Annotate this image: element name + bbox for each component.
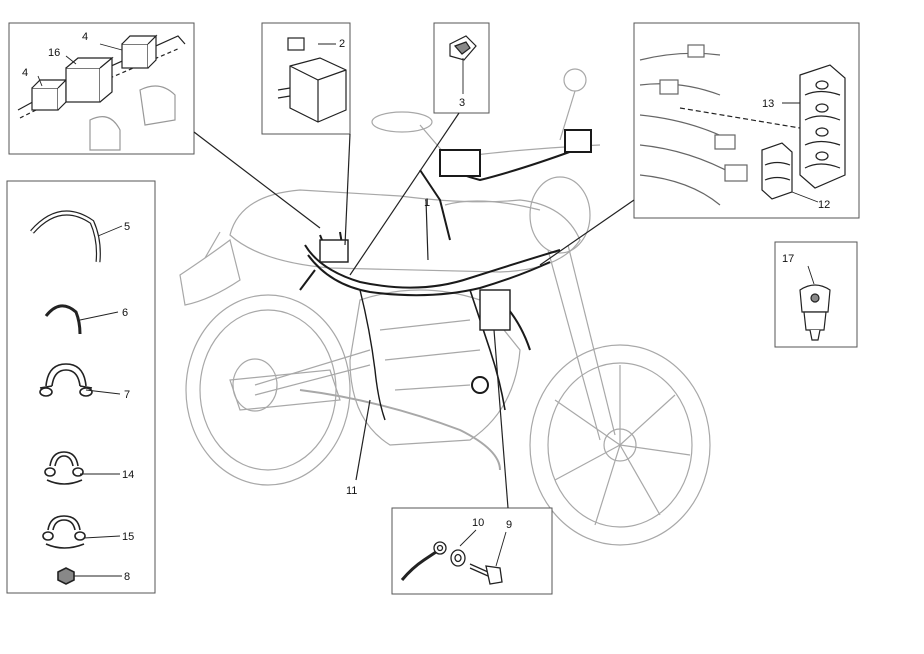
bolt-9 — [469, 563, 503, 585]
callout-12: 12 — [818, 199, 830, 211]
clip-14 — [44, 451, 84, 485]
callout-1: 1 — [424, 197, 430, 209]
motorcycle-outline — [179, 68, 711, 546]
callout-5: 5 — [124, 221, 130, 233]
callout-2: 2 — [339, 38, 345, 50]
callout-15: 15 — [122, 531, 134, 543]
cable-tie-6 — [44, 304, 82, 335]
callout-4-top: 4 — [82, 31, 88, 43]
cover-12 — [761, 142, 793, 200]
callout-8: 8 — [124, 571, 130, 583]
bulb-17 — [799, 284, 831, 341]
callout-6: 6 — [122, 307, 128, 319]
callout-16: 16 — [48, 47, 60, 59]
relay-small-top — [121, 34, 158, 69]
clips-frame — [6, 180, 156, 594]
cover-13 — [799, 64, 846, 189]
callout-3: 3 — [459, 97, 465, 109]
relay-small-left — [31, 78, 68, 111]
front-wheel-spokes — [554, 365, 691, 526]
callout-11: 11 — [346, 485, 357, 497]
callout-numbers: 1 2 3 4 4 16 5 6 7 14 15 8 11 13 12 17 1… — [22, 31, 830, 583]
callout-17: 17 — [782, 253, 794, 265]
callout-14: 14 — [122, 469, 134, 481]
detail-frames — [6, 22, 860, 595]
harness-wires-detail — [639, 44, 748, 206]
ground-cable-group — [400, 541, 503, 585]
relay-group — [17, 34, 186, 151]
callout-4-left: 4 — [22, 67, 28, 79]
connector-covers — [639, 44, 846, 206]
washer-10 — [450, 549, 466, 567]
cable-tie-5 — [30, 210, 101, 263]
voltage-regulator — [277, 37, 347, 123]
leader-lines — [193, 112, 635, 509]
clips-group — [30, 210, 101, 585]
clip-15 — [42, 515, 86, 549]
flasher-unit — [65, 56, 114, 103]
clip-7 — [39, 363, 93, 397]
callout-9: 9 — [506, 519, 512, 531]
sensor-part — [449, 35, 477, 61]
wiring-harness — [299, 129, 592, 421]
nut-8 — [57, 567, 75, 585]
callout-10: 10 — [472, 517, 484, 529]
callout-7: 7 — [124, 389, 130, 401]
callout-13: 13 — [762, 98, 774, 110]
ground-cable-frame — [391, 507, 553, 595]
